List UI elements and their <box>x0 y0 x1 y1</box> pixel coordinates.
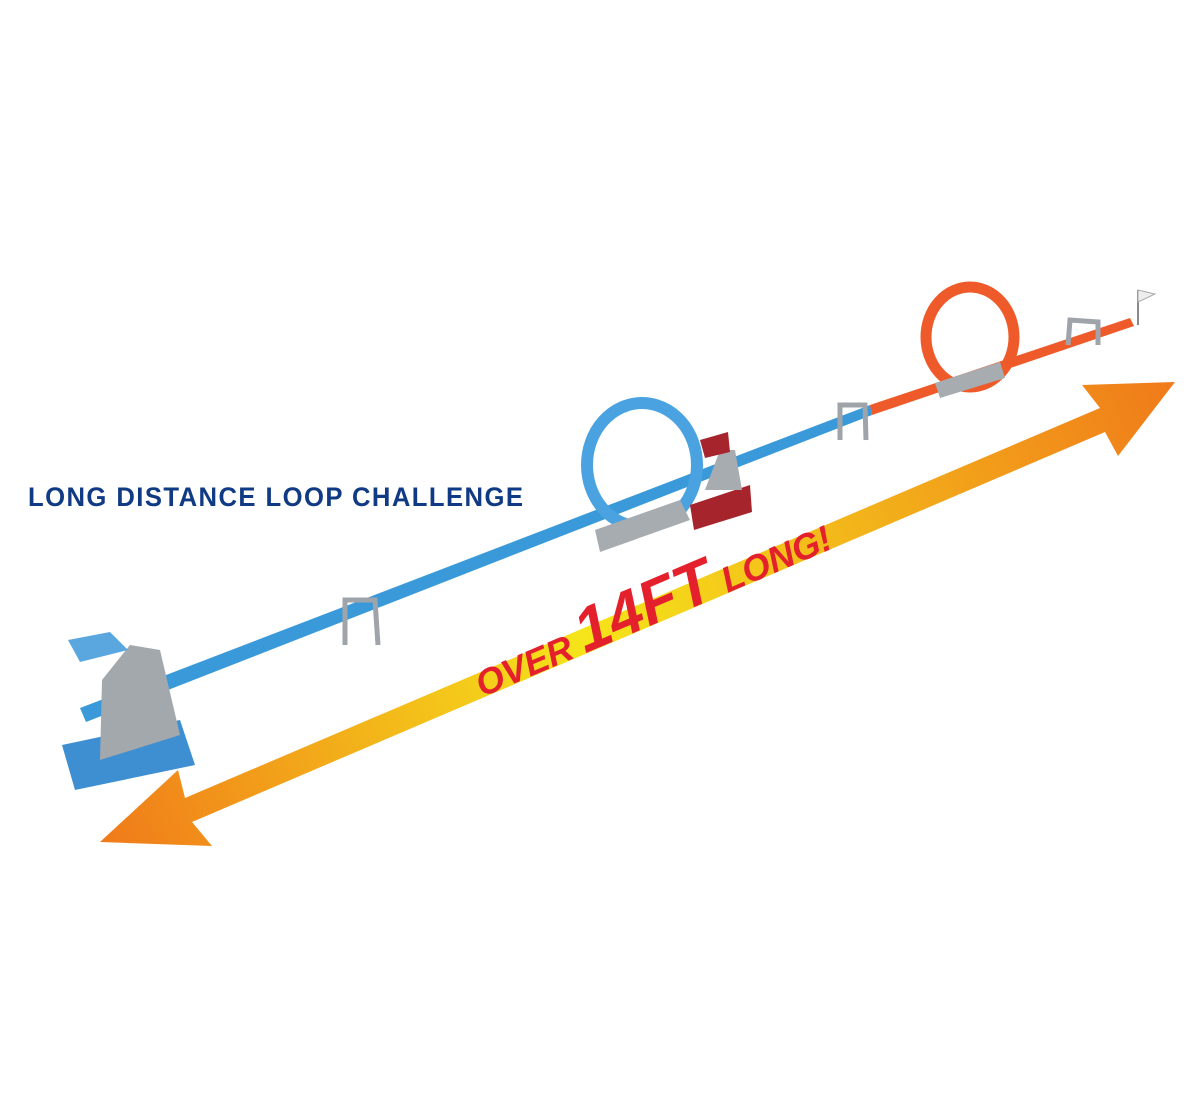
track-supports <box>342 317 1101 646</box>
length-arrow <box>100 382 1175 846</box>
launcher <box>62 632 195 790</box>
orange-loop <box>920 281 1020 398</box>
red-booster <box>690 432 752 530</box>
finish-flag <box>1137 289 1157 325</box>
blue-loop <box>581 397 703 552</box>
track-blue <box>80 405 872 722</box>
product-title: LONG DISTANCE LOOP CHALLENGE <box>28 482 525 512</box>
